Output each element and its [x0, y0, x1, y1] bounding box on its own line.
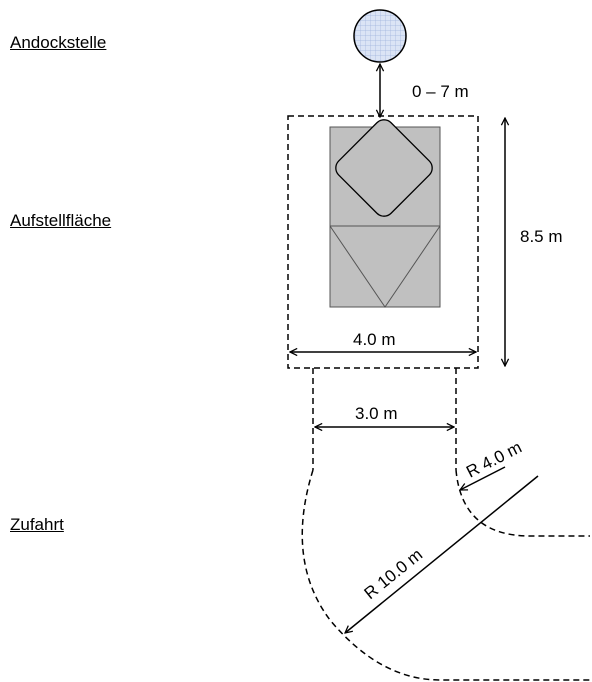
label-andockstelle: Andockstelle	[10, 33, 107, 52]
pad-width-label: 4.0 m	[353, 330, 396, 349]
inner-radius-label: R 4.0 m	[463, 438, 525, 482]
inner-curve	[455, 469, 590, 537]
vehicle-turntable-diamond	[335, 119, 433, 217]
docking-point-circle	[353, 9, 407, 63]
pad-length-label: 8.5 m	[520, 227, 563, 246]
label-aufstellflaeche: Aufstellfläche	[10, 211, 112, 230]
label-zufahrt: Zufahrt	[10, 515, 64, 534]
outer-curve	[301, 469, 590, 681]
dock-distance-label: 0 – 7 m	[412, 82, 469, 101]
vehicle-triangle	[329, 225, 441, 308]
outer-radius-arrow	[345, 475, 539, 633]
access-width-label: 3.0 m	[355, 404, 398, 423]
setup-area-boundary	[287, 115, 479, 369]
inner-radius-arrow	[460, 466, 506, 491]
